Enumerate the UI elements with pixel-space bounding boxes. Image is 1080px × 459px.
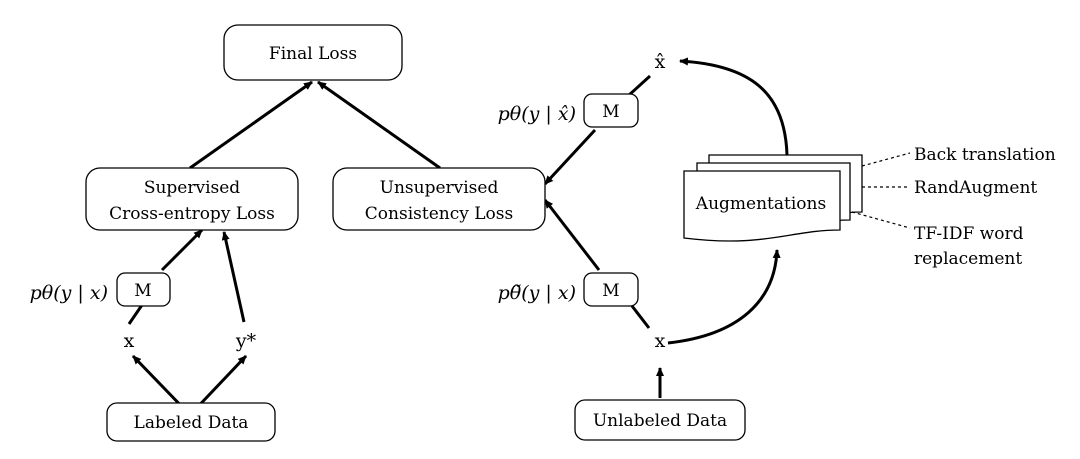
unsupervised-loss-node: Unsupervised Consistency Loss (332, 167, 546, 231)
model-label: M (602, 102, 619, 122)
edge-x-to-m-bottom (630, 305, 651, 329)
edge-x-to-m (127, 304, 144, 325)
edge-m-bottom-to-unsupervised (543, 199, 601, 271)
edge-unsupervised-to-final (317, 80, 441, 170)
var-x-supervised: x (124, 330, 135, 352)
augmentations-label: Augmentations (695, 194, 826, 214)
final-loss-label: Final Loss (269, 44, 357, 64)
model-box-supervised: M (116, 272, 171, 307)
augmentations-node: Augmentations (683, 154, 863, 242)
supervised-loss-label-2: Cross-entropy Loss (109, 204, 275, 224)
method-tfidf-line1: TF-IDF word (914, 224, 1024, 244)
unlabeled-data-node: Unlabeled Data (574, 399, 746, 441)
method-tfidf-line2: replacement (914, 249, 1022, 269)
edge-m-to-supervised (160, 228, 204, 272)
edge-m-top-to-unsupervised (543, 128, 597, 186)
model-box-unsup-top: M (583, 93, 639, 128)
prob-supervised: pθ(y | x) (30, 282, 108, 304)
var-x-hat: x̂ (655, 51, 666, 73)
edges (127, 57, 789, 440)
edge-xhat-to-m-top (626, 74, 652, 98)
labeled-data-label: Labeled Data (134, 413, 249, 433)
model-label: M (134, 281, 151, 301)
edge-supervised-to-final (189, 80, 313, 170)
var-y-star: y* (235, 330, 257, 352)
edge-ystar-to-supervised (221, 231, 246, 323)
unsupervised-loss-label-2: Consistency Loss (365, 204, 513, 224)
supervised-loss-label-1: Supervised (144, 178, 240, 198)
edge-x-to-augmentations (667, 249, 781, 345)
supervised-loss-node: Supervised Cross-entropy Loss (85, 167, 299, 231)
method-back-translation: Back translation (914, 145, 1056, 165)
unsupervised-loss-label-1: Unsupervised (380, 178, 499, 198)
prob-unsup-bottom: pθ̃(y | x) (498, 282, 576, 304)
prob-unsup-top: pθ(y | x̂) (498, 103, 576, 125)
dash-tfidf (851, 211, 911, 229)
dash-back-translation (861, 152, 911, 167)
final-loss-node: Final Loss (223, 24, 403, 81)
unlabeled-data-label: Unlabeled Data (593, 411, 727, 431)
var-x-unlabeled: x (655, 330, 666, 352)
method-randaugment: RandAugment (914, 178, 1037, 198)
model-box-unsup-bottom: M (583, 272, 639, 307)
model-label: M (602, 281, 619, 301)
edge-augmentations-to-xhat (679, 57, 789, 156)
labeled-data-node: Labeled Data (106, 402, 276, 442)
